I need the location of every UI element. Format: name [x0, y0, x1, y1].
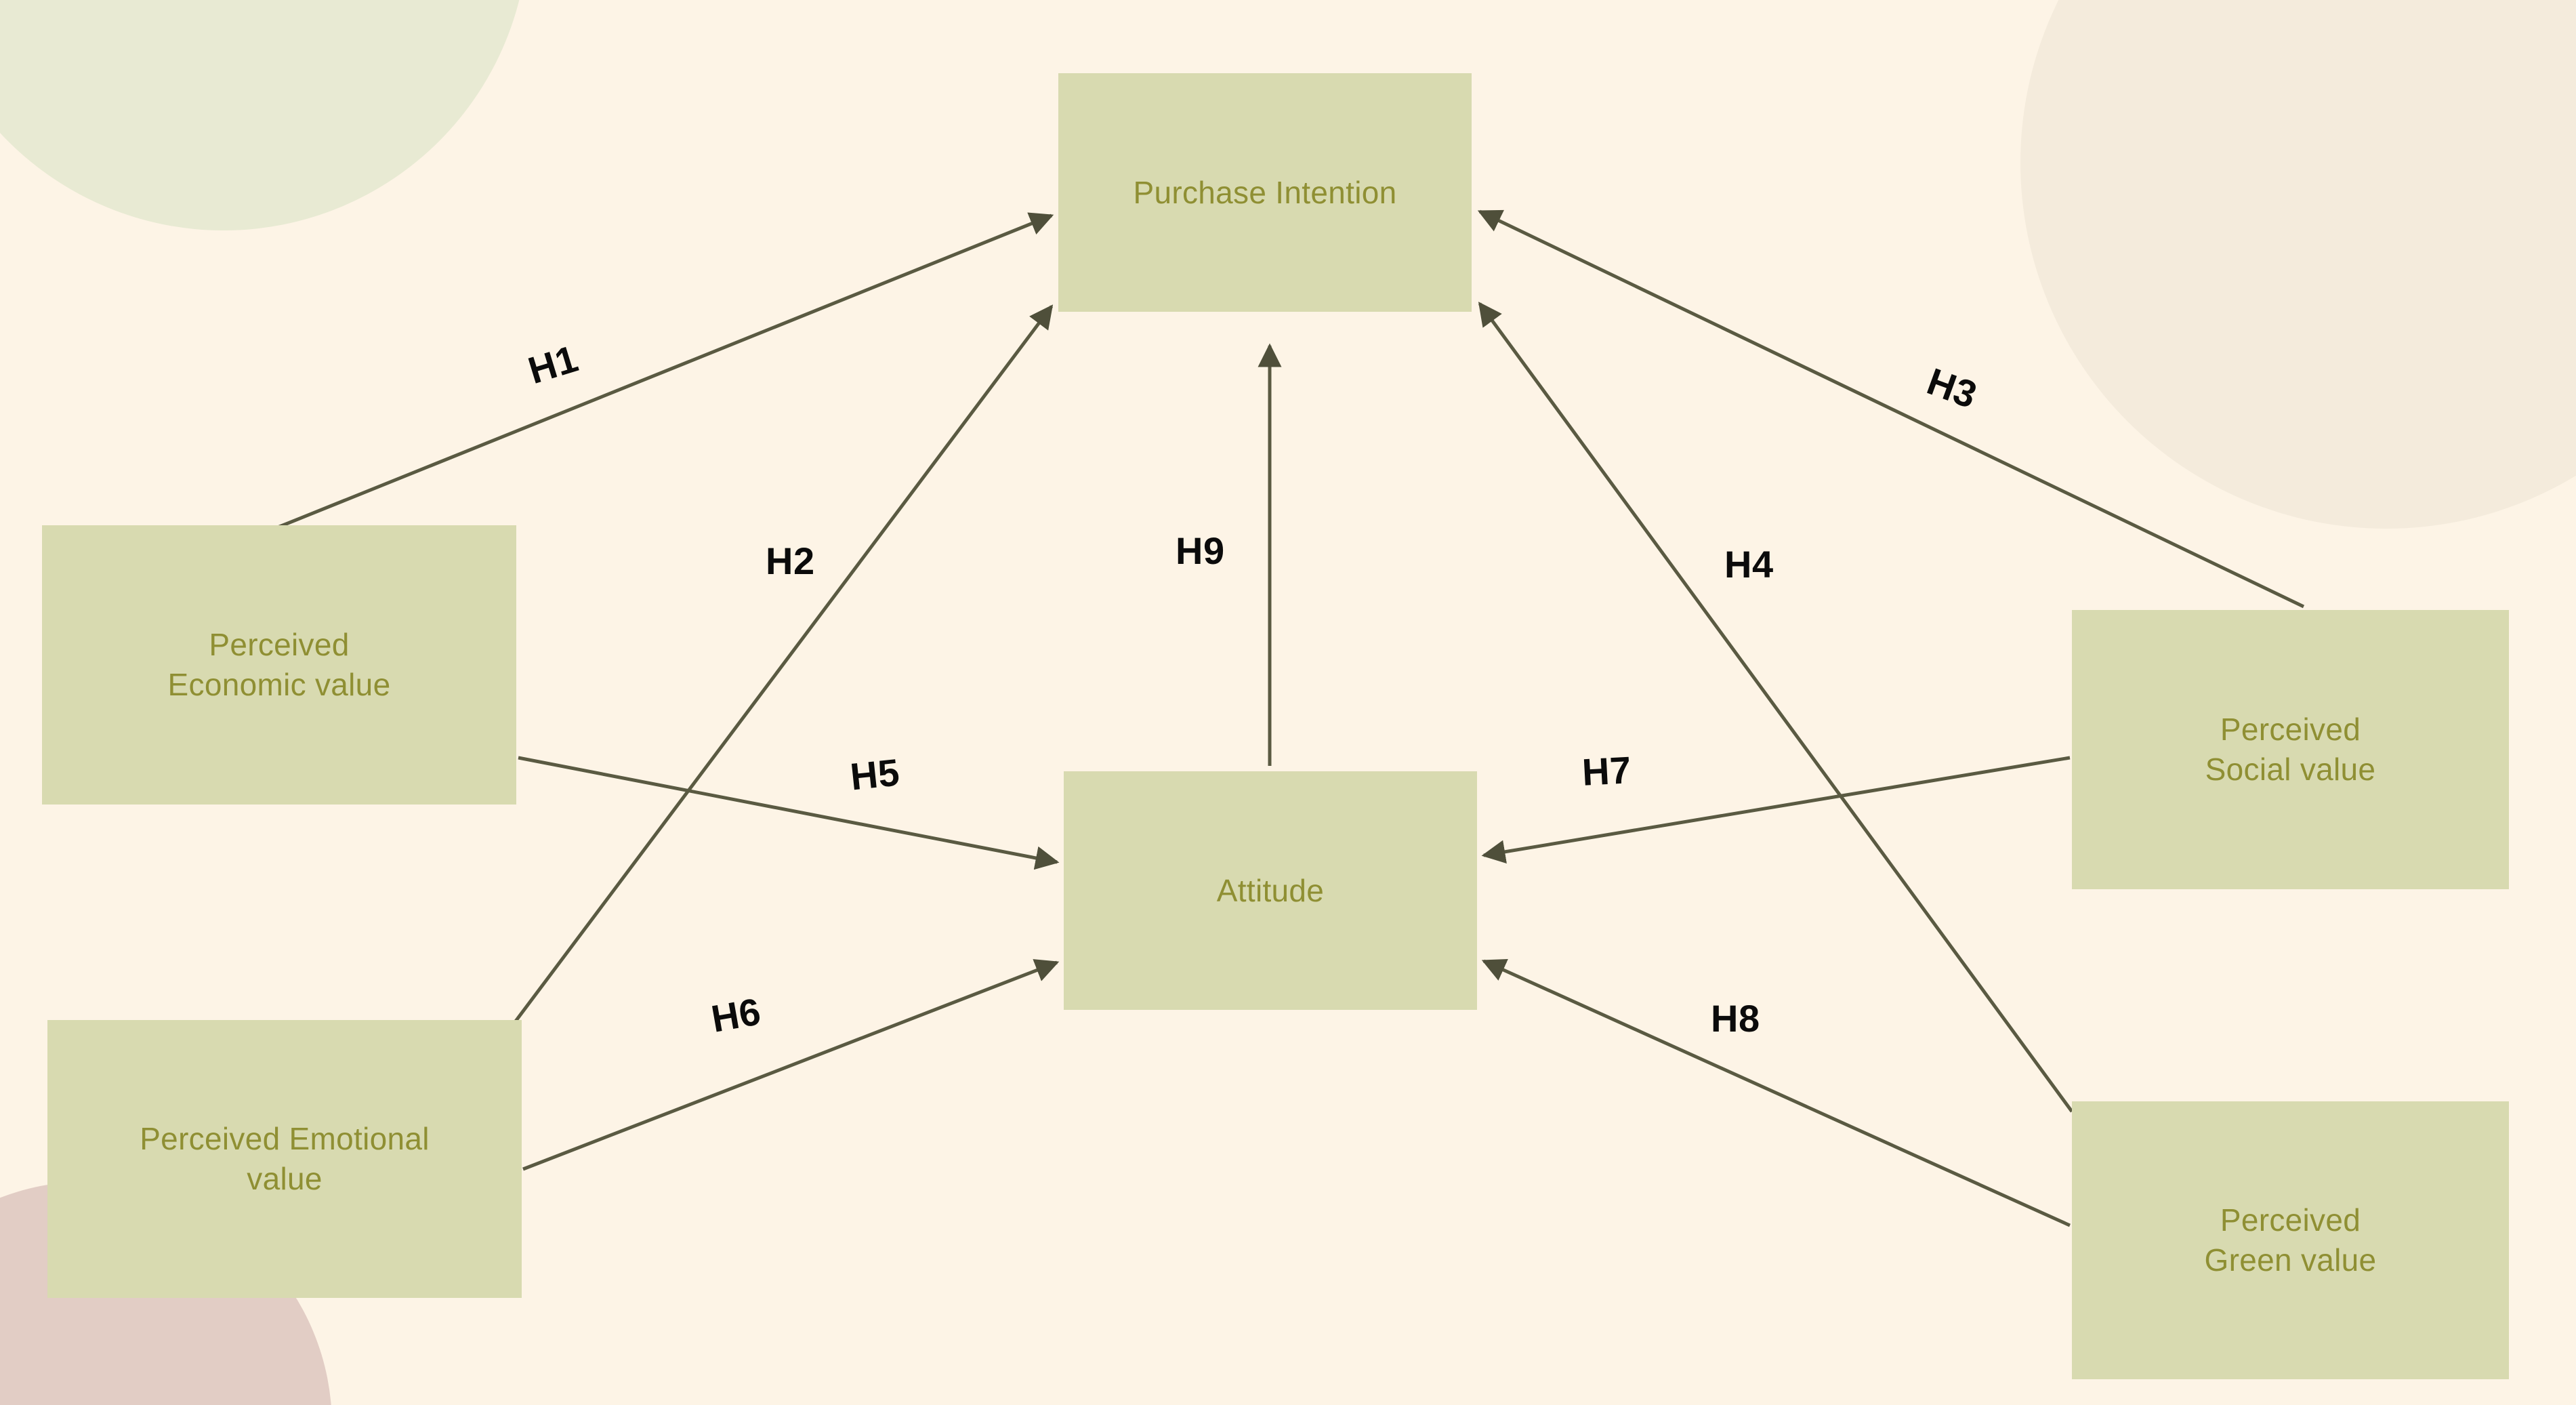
hypothesis-label-h6: H6	[708, 990, 764, 1040]
hypothesis-label-h4: H4	[1724, 543, 1774, 586]
edge-h7	[1481, 756, 2071, 864]
edge-h8	[1481, 958, 2071, 1227]
edge-h3	[1477, 209, 2305, 609]
node-attitude-label: Attitude	[1216, 872, 1325, 908]
node-purchase-intention: Purchase Intention	[1058, 73, 1472, 312]
edge-h5	[518, 756, 1060, 870]
node-attitude: Attitude	[1064, 771, 1477, 1010]
edge-h1	[277, 212, 1054, 529]
edge-h4	[1478, 302, 2074, 1113]
node-purchase-intention-label: Purchase Intention	[1133, 174, 1397, 210]
hypothesis-label-h7: H7	[1581, 748, 1633, 794]
hypothesis-label-h9: H9	[1176, 529, 1225, 572]
hypothesis-label-h5: H5	[848, 750, 902, 798]
hypothesis-label-h2: H2	[766, 539, 815, 582]
edge-h6	[522, 959, 1060, 1171]
edge-h2	[514, 304, 1054, 1023]
hypothesis-label-h8: H8	[1711, 997, 1760, 1040]
